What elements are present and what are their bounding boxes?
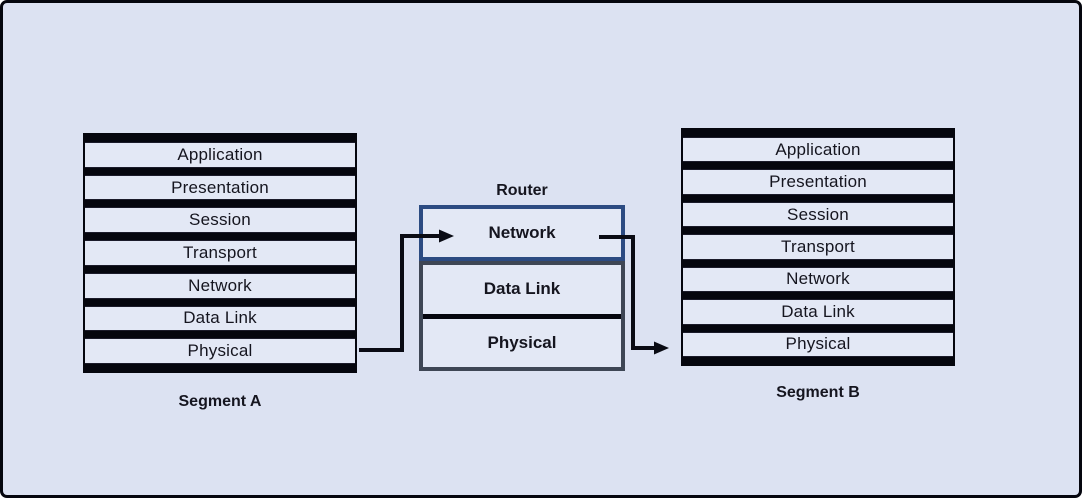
router-lower-box: Data Link Physical [419, 261, 625, 371]
router-label: Router [496, 182, 548, 199]
segment-b-stack: Application Presentation Session Transpo… [681, 128, 955, 366]
segment-b-layer-data-link: Data Link [683, 299, 953, 325]
separator-bar [683, 324, 953, 332]
segment-b-label: Segment B [776, 384, 860, 401]
segment-a-layer-network: Network [85, 272, 355, 299]
separator-bar [683, 227, 953, 235]
router-layer-network: Network [419, 205, 625, 261]
separator-bar [683, 162, 953, 170]
router-layer-physical: Physical [423, 318, 621, 367]
separator-bar [423, 313, 621, 319]
separator-bar [683, 128, 953, 137]
separator-bar [85, 233, 355, 241]
separator-bar [85, 133, 355, 142]
separator-bar [85, 167, 355, 175]
segment-b-layer-physical: Physical [683, 331, 953, 357]
segment-a-layer-session: Session [85, 207, 355, 234]
separator-bar [85, 364, 355, 374]
separator-bar [85, 298, 355, 306]
separator-bar [683, 356, 953, 366]
segment-a-layer-data-link: Data Link [85, 305, 355, 332]
segment-a-layer-presentation: Presentation [85, 174, 355, 201]
separator-bar [85, 265, 355, 273]
segment-a-label: Segment A [178, 393, 262, 410]
segment-b-layer-application: Application [683, 137, 953, 163]
segment-b-layer-session: Session [683, 201, 953, 228]
segment-a-layer-transport: Transport [85, 240, 355, 266]
segment-a-stack: Application Presentation Session Transpo… [83, 133, 357, 374]
separator-bar [683, 194, 953, 202]
separator-bar [85, 331, 355, 339]
separator-bar [683, 292, 953, 300]
segment-b-layer-network: Network [683, 266, 953, 293]
segment-a-layer-physical: Physical [85, 338, 355, 365]
separator-bar [85, 200, 355, 208]
segment-b-layer-presentation: Presentation [683, 169, 953, 195]
segment-b-layer-transport: Transport [683, 234, 953, 260]
router-layer-data-link: Data Link [423, 265, 621, 314]
separator-bar [683, 259, 953, 267]
segment-a-layer-application: Application [85, 142, 355, 168]
